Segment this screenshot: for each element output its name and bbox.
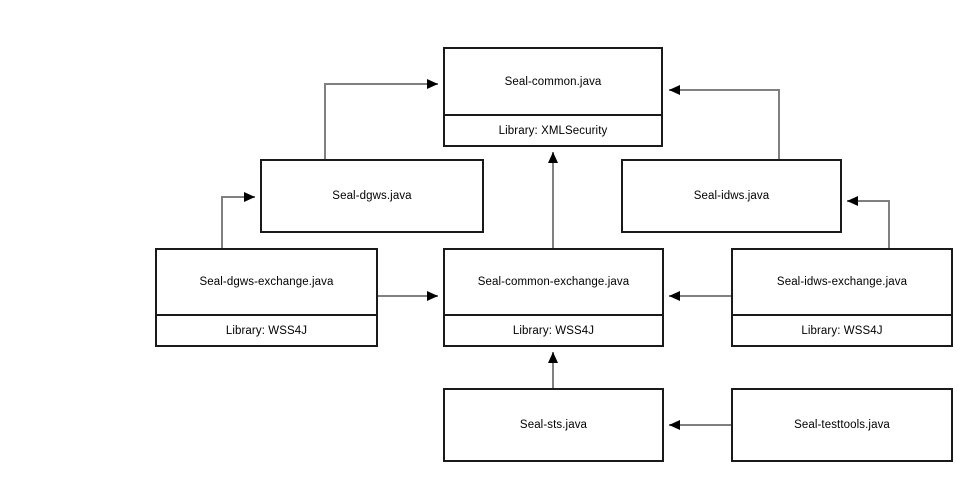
node-title: Seal-dgws.java: [332, 190, 412, 202]
node-title: Seal-idws.java: [693, 190, 770, 202]
edge-dgws-exchange-to-dgws: [221, 192, 255, 248]
arrowhead-icon: [669, 85, 680, 95]
arrowhead-icon: [427, 79, 438, 89]
node-library-compartment: Library: XMLSecurity: [445, 114, 661, 145]
edge-testtools-to-sts: [669, 420, 731, 430]
node-seal-dgws[interactable]: Seal-dgws.java: [260, 159, 484, 233]
edge-idws-exchange-to-common-exchange: [669, 291, 731, 301]
node-seal-testtools[interactable]: Seal-testtools.java: [731, 388, 953, 462]
node-title: Seal-idws-exchange.java: [776, 276, 908, 288]
edge-sts-to-common-exchange: [548, 352, 558, 388]
edge-dgws-to-common: [324, 79, 438, 159]
edge-common-exchange-to-common: [548, 152, 558, 248]
node-title: Seal-common-exchange.java: [477, 276, 630, 288]
arrowhead-icon: [244, 192, 255, 202]
node-title: Seal-common.java: [504, 75, 602, 88]
node-title: Seal-testtools.java: [794, 419, 890, 431]
edge-idws-to-common: [669, 85, 780, 159]
node-library-compartment: Library: WSS4J: [157, 314, 376, 345]
arrowhead-icon: [847, 196, 858, 206]
node-title: Seal-sts.java: [519, 419, 588, 431]
arrowhead-icon: [669, 420, 680, 430]
node-seal-sts[interactable]: Seal-sts.java: [443, 388, 664, 462]
node-library-compartment: Library: WSS4J: [445, 314, 662, 345]
arrowhead-icon: [669, 291, 680, 301]
arrowhead-icon: [548, 352, 558, 363]
edge-dgws-exchange-to-common-exchange: [378, 291, 438, 301]
node-library-compartment: Library: WSS4J: [733, 314, 951, 345]
node-title: Seal-dgws-exchange.java: [199, 276, 334, 288]
node-seal-idws[interactable]: Seal-idws.java: [621, 159, 842, 233]
arrowhead-icon: [548, 152, 558, 163]
arrowhead-icon: [427, 291, 438, 301]
edge-idws-exchange-to-idws: [847, 196, 890, 248]
